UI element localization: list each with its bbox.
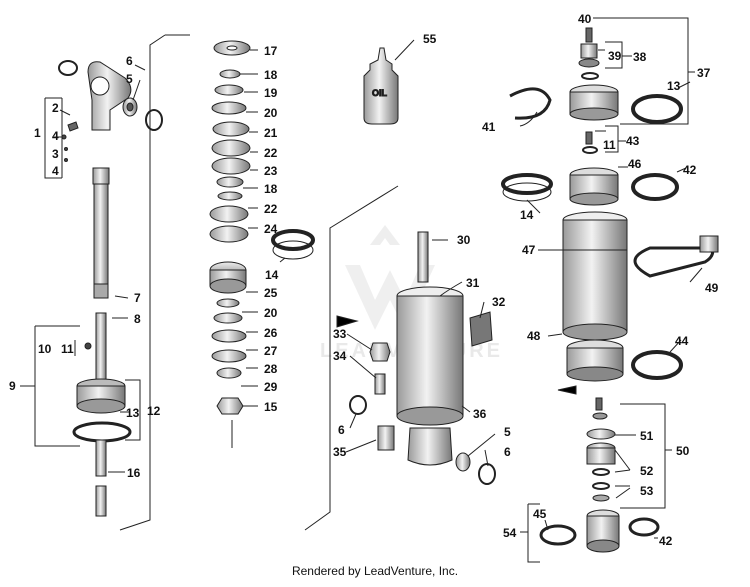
callout-35: 35: [333, 445, 347, 459]
callout-27: 27: [264, 344, 278, 358]
callout-2: 2: [52, 101, 59, 115]
callout-54: 54: [503, 526, 517, 540]
callout-5a: 5: [126, 72, 133, 86]
callout-44: 44: [675, 334, 689, 348]
callout-53: 53: [640, 484, 654, 498]
callout-22b: 22: [264, 202, 278, 216]
callout-5b: 5: [504, 425, 511, 439]
callout-36: 36: [473, 407, 487, 421]
callout-40: 40: [578, 12, 592, 26]
callout-52: 52: [640, 464, 654, 478]
shock-body: OIL: [336, 47, 496, 485]
callout-20a: 20: [264, 106, 278, 120]
callout-19: 19: [264, 86, 278, 100]
callout-13b: 13: [667, 79, 681, 93]
callout-12: 12: [147, 404, 161, 418]
callout-28: 28: [264, 362, 278, 376]
oil-bottle-label: OIL: [372, 88, 388, 98]
valve-stack: [209, 40, 315, 415]
callout-1: 1: [34, 126, 41, 140]
callout-50: 50: [676, 444, 690, 458]
callout-41: 41: [482, 120, 496, 134]
callout-34: 34: [333, 349, 347, 363]
center-leaders: [165, 34, 286, 448]
callout-47: 47: [522, 243, 536, 257]
footer-credit: Rendered by LeadVenture, Inc.: [291, 564, 459, 578]
callout-6c: 6: [504, 445, 511, 459]
callout-6b: 6: [338, 423, 345, 437]
callout-39: 39: [608, 49, 622, 63]
callout-30: 30: [457, 233, 471, 247]
callout-23: 23: [264, 164, 278, 178]
right-leaders: [519, 17, 703, 563]
callout-10: 10: [38, 342, 52, 356]
callout-22a: 22: [264, 146, 278, 160]
callout-42b: 42: [659, 534, 673, 548]
callout-48: 48: [527, 329, 541, 343]
callout-4a: 4: [52, 129, 59, 143]
callout-8: 8: [134, 312, 141, 326]
callout-55: 55: [423, 32, 437, 46]
callout-20b: 20: [264, 306, 278, 320]
callout-26: 26: [264, 326, 278, 340]
callout-29: 29: [264, 380, 278, 394]
callout-45: 45: [533, 507, 547, 521]
callout-18b: 18: [264, 182, 278, 196]
callout-11a: 11: [61, 342, 74, 356]
callout-21: 21: [264, 126, 278, 140]
callout-6a: 6: [126, 54, 133, 68]
callout-42a: 42: [683, 163, 697, 177]
callout-31: 31: [466, 276, 480, 290]
body-leaders: [304, 39, 496, 531]
right-reservoir-assembly: [501, 27, 719, 553]
callout-43: 43: [626, 134, 640, 148]
callout-49: 49: [705, 281, 719, 295]
callout-33: 33: [333, 327, 347, 341]
callout-37: 37: [697, 66, 711, 80]
callout-46: 46: [628, 157, 642, 171]
callout-18a: 18: [264, 68, 278, 82]
callout-labels: 1 2 3 4 4 5 5 6 6 6 7 8 9 10 11 11 12 13…: [9, 12, 719, 548]
callout-25: 25: [264, 286, 278, 300]
callout-17: 17: [264, 44, 278, 58]
callout-9: 9: [9, 379, 16, 393]
callout-13a: 13: [126, 406, 140, 420]
left-leaders: [20, 34, 166, 531]
callout-51: 51: [640, 429, 654, 443]
callout-3: 3: [52, 147, 59, 161]
callout-4b: 4: [52, 164, 59, 178]
callout-7: 7: [134, 291, 141, 305]
callout-11b: 11: [603, 138, 616, 152]
callout-14a: 14: [265, 268, 279, 282]
callout-14b: 14: [520, 208, 534, 222]
callout-24: 24: [264, 222, 278, 236]
left-shaft-assembly: [58, 60, 163, 517]
callout-15: 15: [264, 400, 278, 414]
callout-32: 32: [492, 295, 506, 309]
callout-16: 16: [127, 466, 141, 480]
callout-38: 38: [633, 50, 647, 64]
